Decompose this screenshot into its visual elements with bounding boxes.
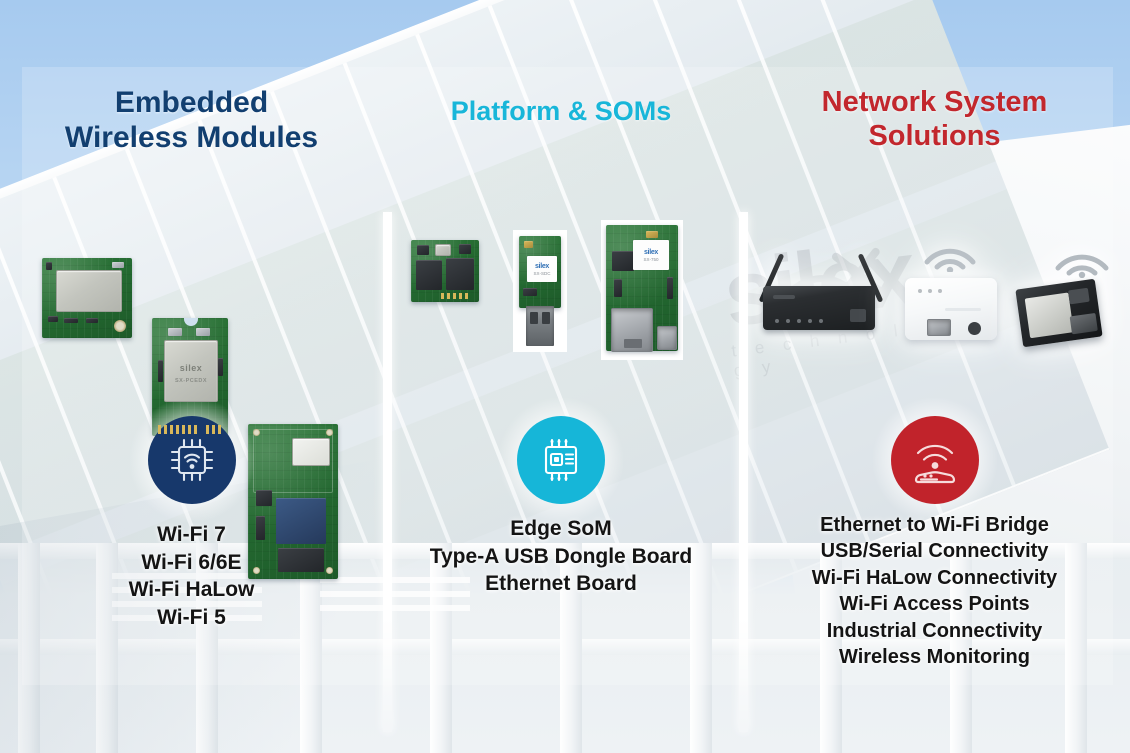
feature-item: Ethernet to Wi-Fi Bridge [820, 514, 1049, 536]
ethernet-board-label-part: SX-750 [643, 256, 659, 262]
bridge-power-jack [968, 322, 981, 335]
product-edge-som-module [411, 240, 479, 302]
circuit-board-icon [517, 416, 605, 504]
industrial-module-body [1015, 278, 1103, 348]
feature-item: Wi-Fi HaLow [128, 578, 255, 602]
feature-list-platform: Edge SoM Type-A USB Dongle Board Etherne… [383, 515, 739, 598]
product-ethernet-board: silex SX-750 [601, 220, 683, 360]
product-wifi-som-board [248, 424, 338, 579]
column-network-system-solutions: Network System Solutions [739, 0, 1130, 753]
feature-item: Wi-Fi 5 [157, 606, 226, 630]
feature-item: Type-A USB Dongle Board [429, 544, 693, 568]
product-photos-network [739, 226, 1130, 386]
usb-dongle-label-part: SX-SDC [533, 270, 551, 276]
feature-item: Wi-Fi 6/6E [141, 550, 242, 574]
usb-dongle-label-logo: silex [534, 262, 550, 270]
usb-dongle-label: silex SX-SDC [527, 256, 557, 282]
product-photos-embedded: silex SX-PCEDX [0, 222, 383, 579]
feature-item: Industrial Connectivity [826, 619, 1043, 642]
bridge-led-row [918, 289, 942, 293]
feature-item: Wireless Monitoring [839, 645, 1030, 668]
feature-list-embedded: Wi-Fi 7 Wi-Fi 6/6E Wi-Fi HaLow Wi-Fi 5 [0, 521, 383, 632]
heading-line-1: Platform & SOMs [450, 96, 672, 126]
feature-item: Ethernet Board [485, 572, 637, 596]
bridge-body [905, 278, 997, 340]
feature-item: Wi-Fi HaLow Connectivity [811, 566, 1058, 589]
column-divider-1 [383, 212, 392, 732]
m2-module-shield-label: silex [179, 362, 203, 373]
industrial-module-shield [1024, 292, 1074, 339]
router-body [763, 286, 875, 330]
wifi-waves-icon-industrial [1051, 234, 1113, 278]
rj45-jack [611, 308, 653, 352]
m2-module-part-number: SX-PCEDX [174, 378, 208, 385]
heading-embedded-wireless-modules: Embedded Wireless Modules [0, 86, 383, 156]
product-wireless-access-point-router [758, 253, 884, 348]
heading-line-1: Network System [821, 86, 1048, 118]
ethernet-board-label: silex SX-750 [633, 240, 669, 270]
feature-item: Edge SoM [510, 517, 612, 540]
bridge-rj45-port [927, 319, 951, 336]
feature-list-network: Ethernet to Wi-Fi Bridge USB/Serial Conn… [739, 512, 1130, 670]
product-industrial-wireless-module [1009, 250, 1119, 350]
router-wifi-icon [890, 416, 979, 504]
product-type-a-usb-dongle-board: silex SX-SDC [513, 230, 567, 352]
heading-platform-and-soms: Platform & SOMs [383, 96, 739, 127]
column-platform-and-soms: Platform & SOMs [383, 0, 739, 753]
feature-item: Wi-Fi Access Points [839, 593, 1030, 616]
column-embedded-wireless-modules: Embedded Wireless Modules sile [0, 0, 383, 753]
column-divider-2 [739, 212, 748, 732]
router-led-row [775, 319, 823, 323]
product-photos-platform: silex SX-SDC [383, 220, 739, 393]
heading-network-system-solutions: Network System Solutions [739, 86, 1130, 153]
product-shielded-wifi-module [42, 258, 132, 338]
wifi-waves-icon-bridge [921, 232, 979, 272]
feature-item: USB/Serial Connectivity [820, 540, 1049, 563]
heading-line-2: Solutions [868, 119, 1001, 152]
heading-line-1: Embedded [114, 86, 269, 119]
usb-connector [657, 326, 677, 350]
heading-line-2: Wireless Modules [64, 120, 319, 154]
feature-item: Wi-Fi 7 [157, 523, 226, 546]
product-ethernet-to-wifi-bridge [899, 248, 1003, 348]
ethernet-board-label-logo: silex [643, 248, 659, 256]
industrial-module-connector [1069, 312, 1098, 335]
building-ground-floor [0, 543, 1130, 753]
